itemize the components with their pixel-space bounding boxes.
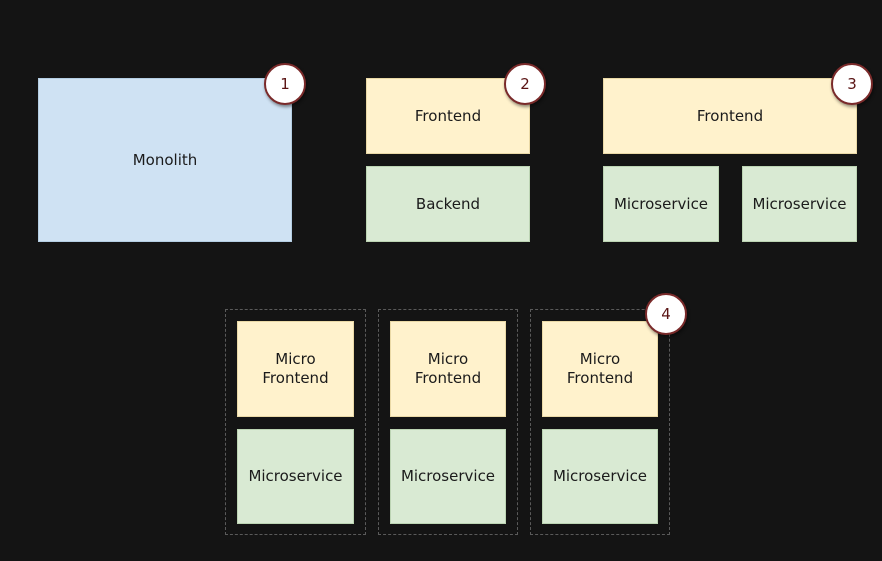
micro-frontend-box-2: Micro Frontend [390, 321, 506, 417]
backend-box: Backend [366, 166, 530, 242]
badge-3-label: 3 [847, 75, 857, 93]
microservice-label: Microservice [613, 194, 709, 213]
microservice-box-4a: Microservice [237, 429, 354, 524]
microservice-label: Microservice [248, 467, 343, 485]
monolith-box: Monolith [38, 78, 292, 242]
badge-1-label: 1 [280, 75, 290, 93]
microservice-box-4c: Microservice [542, 429, 658, 524]
vertical-slice-group-3 [530, 309, 670, 535]
vertical-slice-group-1 [225, 309, 366, 535]
frontend-box-2: Frontend [366, 78, 530, 154]
microservice-label: Microservice [552, 467, 648, 485]
microservice-box-3b: Microservice [742, 166, 857, 242]
frontend-label: Frontend [696, 106, 764, 125]
backend-label: Backend [415, 194, 481, 213]
badge-2: 2 [504, 63, 546, 105]
micro-frontend-label: Micro Frontend [414, 350, 482, 387]
microservice-label: Microservice [400, 467, 496, 485]
badge-1: 1 [264, 63, 306, 105]
micro-frontend-box-3: Micro Frontend [542, 321, 658, 417]
badge-3: 3 [831, 63, 873, 105]
microservice-label: Microservice [752, 194, 847, 213]
micro-frontend-label: Micro Frontend [262, 350, 329, 387]
badge-2-label: 2 [520, 75, 530, 93]
badge-4: 4 [645, 293, 687, 335]
badge-4-label: 4 [661, 305, 671, 323]
frontend-box-3: Frontend [603, 78, 857, 154]
micro-frontend-label: Micro Frontend [566, 350, 634, 387]
micro-frontend-box-1: Micro Frontend [237, 321, 354, 417]
monolith-label: Monolith [132, 150, 198, 169]
vertical-slice-group-2 [378, 309, 518, 535]
microservice-box-4b: Microservice [390, 429, 506, 524]
microservice-box-3a: Microservice [603, 166, 719, 242]
frontend-label: Frontend [414, 106, 482, 125]
